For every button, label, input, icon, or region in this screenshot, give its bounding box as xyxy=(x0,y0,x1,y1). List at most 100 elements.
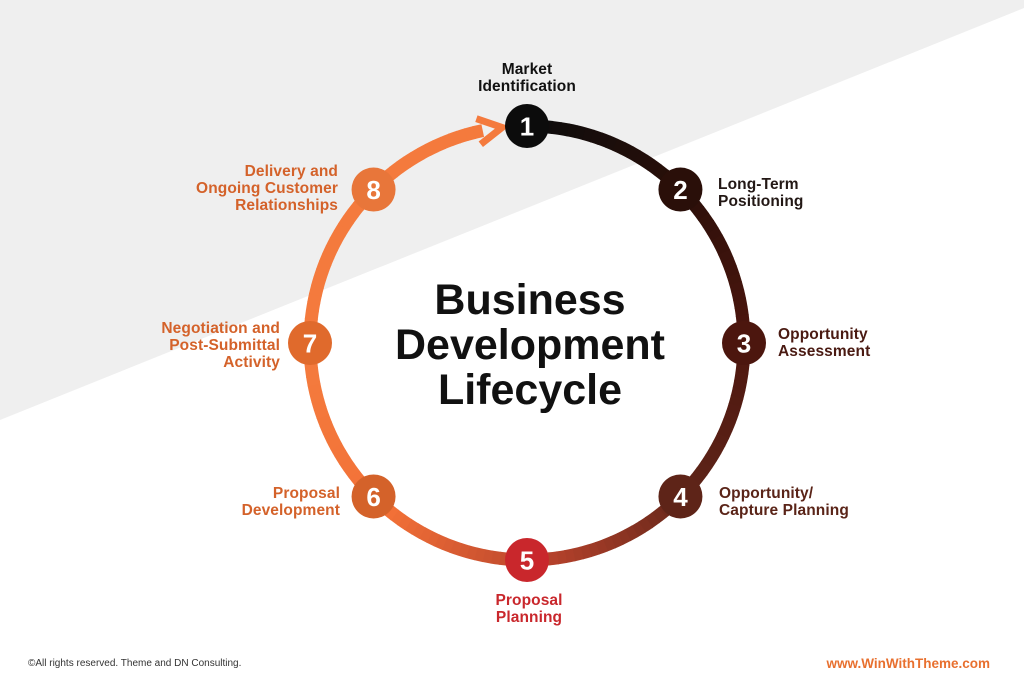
ring-segment xyxy=(710,234,727,249)
ring-segment xyxy=(316,260,332,274)
ring-segment xyxy=(472,124,485,139)
ring-segment xyxy=(455,128,469,144)
ring-segment xyxy=(304,367,320,378)
ring-segment xyxy=(734,306,749,317)
ring-segment xyxy=(693,206,710,222)
ring-segment xyxy=(644,512,660,529)
ring-segment xyxy=(338,456,355,472)
ring-segment xyxy=(490,550,502,565)
stage-node-7: 7 xyxy=(288,321,332,365)
ring-segment xyxy=(311,398,327,411)
ring-segment xyxy=(417,143,432,160)
copyright-text: ©All rights reserved. Theme and DN Consu… xyxy=(28,658,242,669)
stage-number: 5 xyxy=(520,546,534,576)
ring-segment xyxy=(728,395,744,408)
ring-segment xyxy=(457,543,470,559)
ring-segment xyxy=(390,509,406,526)
ring-segment xyxy=(404,518,419,535)
stage-label-line: Development xyxy=(241,502,340,519)
ring-segment xyxy=(338,215,355,231)
ring-segment xyxy=(726,273,743,286)
ring-segment xyxy=(579,544,592,560)
ring-segment xyxy=(306,375,321,387)
ring-segment xyxy=(322,244,338,259)
ring-segment xyxy=(594,539,608,555)
ring-segment xyxy=(418,527,433,543)
stage-number: 3 xyxy=(737,329,751,359)
stage-label-line: Proposal xyxy=(272,485,340,502)
ring-segment xyxy=(566,123,579,139)
title-line: Business xyxy=(434,276,626,324)
ring-segment xyxy=(721,257,737,271)
ring-segment xyxy=(397,514,412,531)
stage-label-line: Post-Submittal xyxy=(169,337,280,354)
ring-segment xyxy=(731,289,747,302)
ring-segment xyxy=(319,421,336,435)
stage-label-line: Delivery and xyxy=(244,163,338,180)
stage-node-3: 3 xyxy=(722,321,766,365)
stage-label-line: Positioning xyxy=(718,193,804,210)
stage-node-circle xyxy=(351,474,396,519)
ring-segment xyxy=(574,125,587,141)
ring-segment xyxy=(334,449,351,465)
stage-label-line: Identification xyxy=(478,78,576,95)
ring-segment xyxy=(313,268,329,282)
stage-node-5: 5 xyxy=(505,538,549,582)
ring-segment xyxy=(318,252,335,267)
ring-segment xyxy=(701,453,717,469)
stage-node-circle xyxy=(505,538,549,582)
ring-segment xyxy=(342,208,359,224)
ring-segment xyxy=(638,516,653,533)
ring-segment xyxy=(307,292,322,305)
ring-segment xyxy=(309,390,325,403)
title-line: Development xyxy=(394,321,665,369)
ring-segment xyxy=(307,382,323,395)
stage-number: 7 xyxy=(303,329,317,359)
ring-segment xyxy=(465,545,478,561)
ring-segment xyxy=(440,133,454,150)
ring-segment xyxy=(447,130,461,147)
ring-segment xyxy=(640,154,656,171)
ring-segment xyxy=(322,428,339,443)
ring-segment xyxy=(433,534,448,550)
ring-segment xyxy=(589,129,603,145)
website-link[interactable]: www.WinWithTheme.com xyxy=(826,656,990,671)
ring-segment xyxy=(709,440,726,455)
ring-segment xyxy=(395,156,411,173)
cycle-arrowhead xyxy=(475,115,510,148)
ring-segment xyxy=(626,146,642,162)
ring-segment xyxy=(333,222,350,238)
ring-segment xyxy=(633,150,649,167)
ring-segment xyxy=(730,387,746,400)
stage-label-line: Opportunity xyxy=(778,326,868,343)
ring-segment xyxy=(389,161,405,178)
ring-segment xyxy=(653,164,669,181)
ring-segment xyxy=(305,301,321,313)
stage-node-6: 6 xyxy=(351,474,396,519)
ring-segment xyxy=(602,536,616,552)
stage-label-line: Activity xyxy=(223,354,280,371)
ring-segment xyxy=(329,229,346,245)
stage-node-circle xyxy=(722,321,766,365)
ring-segment xyxy=(647,159,663,176)
ring-segment xyxy=(617,529,632,545)
ring-segment xyxy=(330,442,347,458)
stage-label-line: Assessment xyxy=(778,343,871,360)
ring-segment xyxy=(724,265,740,278)
title-line: Lifecycle xyxy=(437,366,623,414)
ring-segment xyxy=(571,546,584,562)
ring-segment xyxy=(550,120,562,136)
ring-segment xyxy=(696,460,713,476)
ring-segment xyxy=(734,371,749,383)
ring-segment xyxy=(558,122,571,137)
ring-segment xyxy=(733,297,748,310)
stage-number: 8 xyxy=(366,175,380,205)
